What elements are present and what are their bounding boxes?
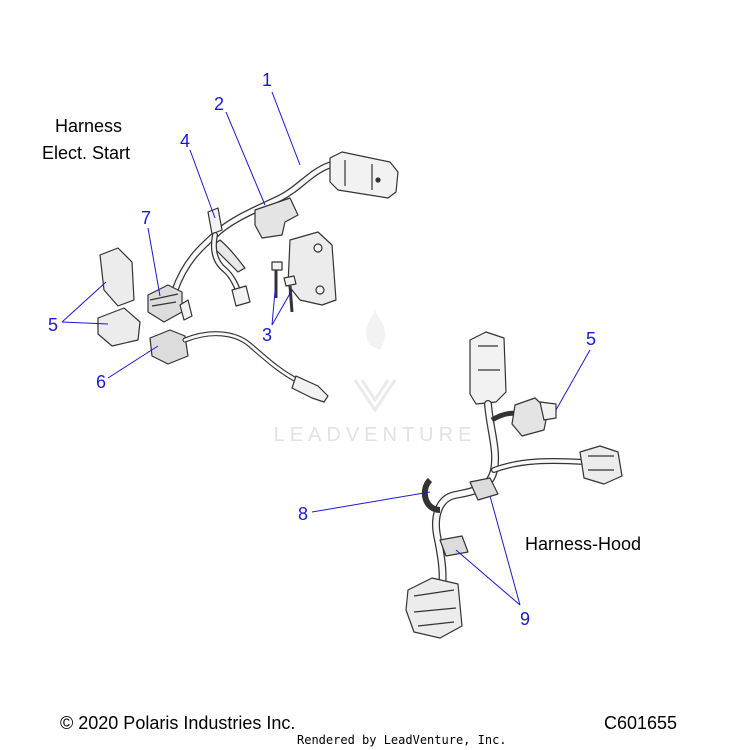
copyright-text: © 2020 Polaris Industries Inc. — [60, 713, 296, 733]
callout-5-right[interactable]: 5 — [586, 329, 597, 349]
callout-3[interactable]: 3 — [262, 325, 273, 345]
callout-2[interactable]: 2 — [214, 94, 225, 114]
harness-elect-label-line2: Elect. Start — [42, 143, 131, 163]
harness-hood-drawing — [405, 331, 623, 639]
harness-elect-start-drawing — [97, 151, 399, 403]
leader-lines — [61, 91, 591, 606]
rendered-by-text: Rendered by LeadVenture, Inc. — [297, 733, 507, 747]
callout-8[interactable]: 8 — [298, 504, 309, 524]
harness-hood-label: Harness-Hood — [525, 534, 642, 554]
callout-1[interactable]: 1 — [262, 70, 273, 90]
watermark-logo — [353, 310, 397, 413]
diagram-code: C601655 — [604, 713, 678, 733]
callout-9[interactable]: 9 — [520, 609, 531, 629]
callout-5-left[interactable]: 5 — [48, 315, 59, 335]
callout-7[interactable]: 7 — [141, 208, 152, 228]
harness-elect-label-line1: Harness — [55, 116, 123, 136]
callout-6[interactable]: 6 — [96, 372, 107, 392]
watermark-text: LEADVENTURE — [274, 424, 477, 446]
callout-4[interactable]: 4 — [180, 131, 191, 151]
